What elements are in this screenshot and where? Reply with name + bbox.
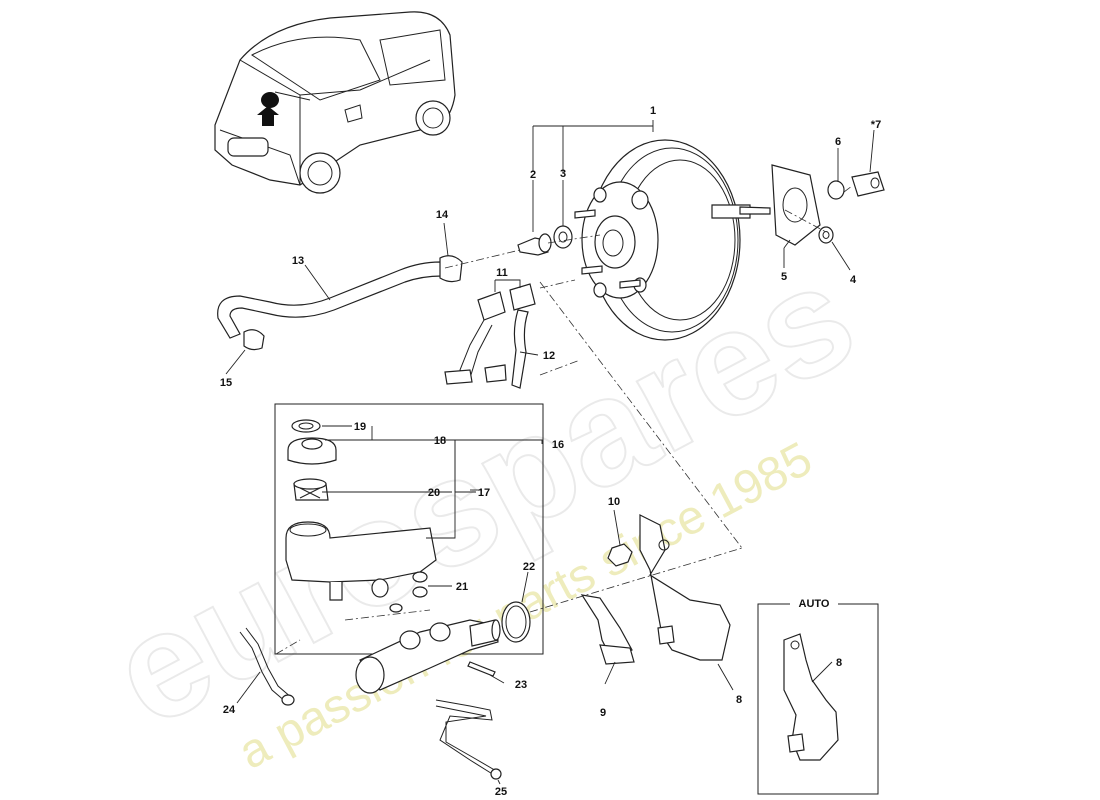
brake-pipe-left <box>239 627 295 706</box>
callout-19: 19 <box>354 421 366 433</box>
check-valve <box>517 233 552 256</box>
reservoir-cap-seal <box>291 419 321 433</box>
callout-20: 20 <box>428 487 440 499</box>
vacuum-sensor <box>444 283 536 389</box>
callout-1: 1 <box>650 105 656 117</box>
clevis-bushing <box>827 180 845 200</box>
auto-box-title: AUTO <box>799 598 830 610</box>
callout-25: 25 <box>495 786 507 798</box>
fluid-reservoir <box>285 521 437 601</box>
callout-11: 11 <box>496 267 508 279</box>
callout-14: 14 <box>436 209 449 221</box>
callout-23: 23 <box>515 679 527 691</box>
brake-pipe-lower <box>435 699 502 780</box>
leader-lines <box>225 120 875 785</box>
callout-5: 5 <box>781 271 787 283</box>
callout-9: 9 <box>600 707 606 719</box>
callout-6: 6 <box>835 136 841 148</box>
callout-4: 4 <box>850 274 857 286</box>
callout-10: 10 <box>608 496 620 508</box>
o-ring <box>501 601 531 643</box>
callout-21: 21 <box>456 581 468 593</box>
callout-15: 15 <box>220 377 232 389</box>
alignment-lines <box>275 185 853 655</box>
brake-booster <box>574 139 771 341</box>
hose-clamp-upper <box>439 255 463 283</box>
master-cylinder <box>355 619 501 694</box>
vehicle-locator-illustration <box>214 11 456 194</box>
reservoir-cap <box>287 437 337 465</box>
pin <box>467 661 496 677</box>
callout-16: 16 <box>552 439 564 451</box>
callout-24: 24 <box>223 704 236 716</box>
clevis <box>851 171 885 197</box>
auto-variant-box: AUTO <box>757 597 879 795</box>
booster-gasket <box>771 164 821 246</box>
callout-8: 8 <box>736 694 742 706</box>
hose-clamp-lower <box>243 329 265 351</box>
bracket-nut <box>607 543 633 567</box>
callout-7: *7 <box>871 119 881 131</box>
callout-18: 18 <box>434 435 446 447</box>
callout-13: 13 <box>292 255 304 267</box>
reservoir-strainer <box>293 478 329 501</box>
grommet <box>553 225 573 249</box>
callout-2: 2 <box>530 169 536 181</box>
callout-17: 17 <box>478 487 490 499</box>
callout-22: 22 <box>523 561 535 573</box>
stop-lamp-switch-bracket <box>580 594 635 665</box>
callout-3: 3 <box>560 168 566 180</box>
callout-8-auto: 8 <box>836 657 842 669</box>
callout-labels: 1 2 3 4 5 6 *7 8 8 9 10 11 12 13 14 15 1… <box>220 105 881 798</box>
booster-nut <box>818 226 834 244</box>
pedal-bracket <box>639 514 731 661</box>
callout-12: 12 <box>543 350 555 362</box>
reservoir-grommets <box>389 571 428 613</box>
